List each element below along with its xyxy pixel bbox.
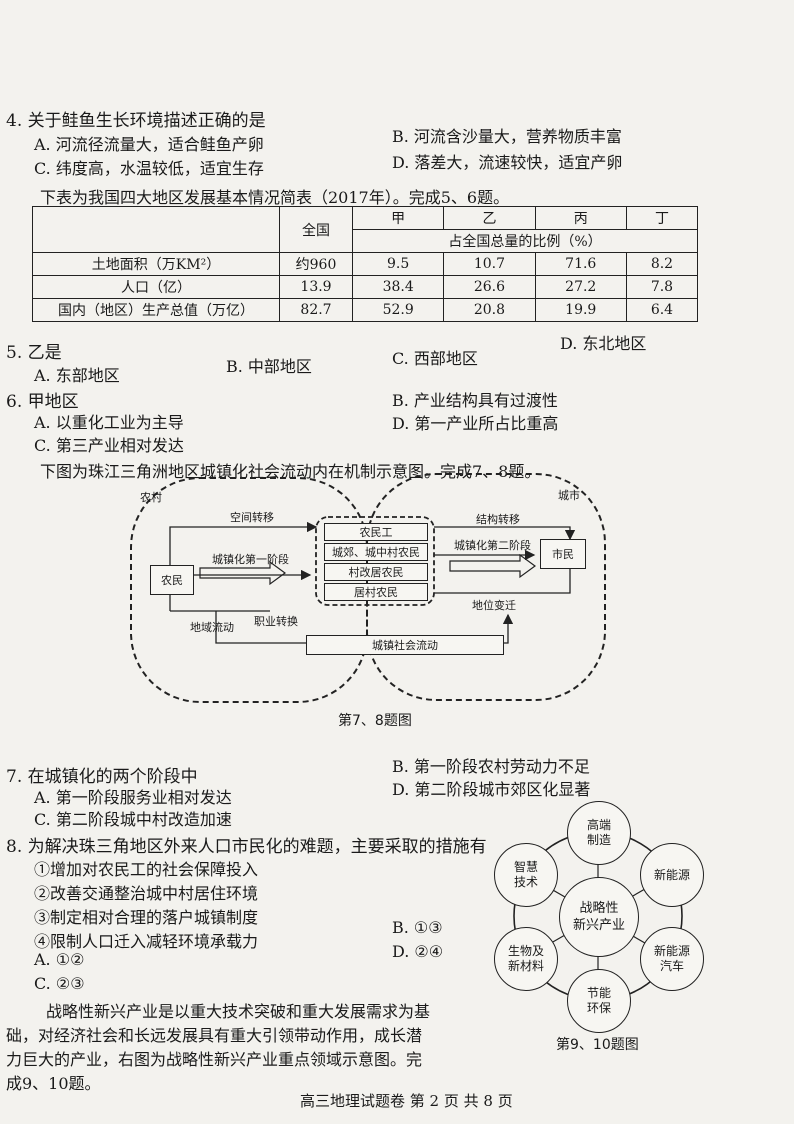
- group-box: 村改居农民: [324, 563, 428, 581]
- rural-label: 农村: [140, 491, 162, 504]
- q8-stem: 8. 为解决珠三角地区外来人口市民化的难题，主要采取的措施有: [6, 837, 487, 857]
- q5-option-a: A. 东部地区: [34, 366, 120, 385]
- regional-flow-label: 地域流动: [190, 621, 234, 634]
- industry-wheel: 战略性 新兴产业 高端 制造 新能源 新能源 汽车 节能 环保 生物及 新材料 …: [482, 800, 714, 1033]
- social-flow-box: 城镇社会流动: [306, 635, 504, 655]
- table-row: 国内（地区）生产总值（万亿） 82.7 52.9 20.8 19.9 6.4: [32, 298, 699, 322]
- q4-stem: 4. 关于鲑鱼生长环境描述正确的是: [6, 111, 266, 131]
- q6-stem: 6. 甲地区: [6, 392, 79, 412]
- q7-option-c: C. 第二阶段城中村改造加速: [34, 810, 232, 829]
- status-change-label: 地位变迁: [472, 599, 516, 612]
- q4-option-d: D. 落差大，流速较快，适宜产卵: [392, 153, 623, 172]
- passage-line: 战略性新兴产业是以重大技术突破和重大发展需求为基: [46, 1002, 431, 1021]
- q4-option-c: C. 纬度高，水温较低，适宜生存: [34, 159, 264, 178]
- wheel-node: 节能 环保: [567, 969, 631, 1033]
- q6-option-b: B. 产业结构具有过渡性: [392, 391, 558, 410]
- spatial-transfer-label: 空间转移: [230, 511, 274, 524]
- citizen-box: 市民: [540, 539, 586, 569]
- group-box: 农民工: [324, 523, 428, 541]
- q7-option-d: D. 第二阶段城市郊区化显著: [392, 780, 591, 799]
- passage-line: 成9、10题。: [6, 1074, 101, 1093]
- urbanization-diagram: 农村 城市 农民 市民 空间转移 城镇化第一阶段 结构转移 城镇化第二阶段 农民…: [120, 473, 620, 705]
- q8-option-b: B. ①③: [392, 918, 443, 937]
- q6-option-c: C. 第三产业相对发达: [34, 436, 184, 455]
- col-region: 丙: [534, 206, 627, 230]
- job-change-label: 职业转换: [254, 615, 298, 628]
- center-node: 战略性 新兴产业: [559, 877, 639, 957]
- q8-item: ④限制人口迁入减轻环境承载力: [34, 932, 259, 951]
- q6-option-d: D. 第一产业所占比重高: [392, 414, 559, 433]
- page-footer: 高三地理试题卷 第 2 页 共 8 页: [300, 1092, 513, 1110]
- region-stats-table: 全国 甲 乙 丙 丁 占全国总量的比例（%） 土地面积（万KM²） 约960 9…: [32, 206, 699, 322]
- col-region: 乙: [443, 206, 536, 230]
- diagram-arrows: [169, 516, 576, 644]
- stage2-label: 城镇化第二阶段: [454, 539, 531, 552]
- q5-option-b: B. 中部地区: [226, 357, 312, 376]
- q8-option-d: D. ②④: [392, 942, 444, 961]
- wheel-node: 高端 制造: [567, 801, 631, 865]
- passage-line: 础，对经济社会和长远发展具有重大引领带动作用，成长潜: [6, 1026, 423, 1045]
- q8-option-c: C. ②③: [34, 974, 85, 993]
- passage-line: 力巨大的产业，右图为战略性新兴产业重点领域示意图。完: [6, 1050, 423, 1069]
- col-national: 全国: [279, 206, 353, 253]
- q8-option-a: A. ①②: [34, 950, 85, 969]
- urban-label: 城市: [558, 489, 580, 502]
- col-region: 丁: [625, 206, 699, 230]
- stage1-label: 城镇化第一阶段: [212, 553, 289, 566]
- q4-option-b: B. 河流含沙量大，营养物质丰富: [392, 127, 622, 146]
- structural-transfer-label: 结构转移: [476, 513, 520, 526]
- table-intro: 下表为我国四大地区发展基本情况简表（2017年）。完成5、6题。: [40, 188, 510, 207]
- q7-option-b: B. 第一阶段农村劳动力不足: [392, 757, 590, 776]
- col-region: 甲: [351, 206, 445, 230]
- table-row: 土地面积（万KM²） 约960 9.5 10.7 71.6 8.2: [32, 252, 699, 276]
- wheel-node: 生物及 新材料: [494, 927, 558, 991]
- wheel-node: 新能源 汽车: [640, 927, 704, 991]
- wheel-node: 智慧 技术: [494, 843, 558, 907]
- q8-item: ③制定相对合理的落户城镇制度: [34, 908, 259, 927]
- diagram-caption: 第7、8题图: [338, 713, 412, 729]
- q7-stem: 7. 在城镇化的两个阶段中: [6, 767, 198, 787]
- wheel-caption: 第9、10题图: [556, 1037, 639, 1053]
- group-box: 居村农民: [324, 583, 428, 601]
- q5-option-d: D. 东北地区: [560, 334, 647, 353]
- table-row: 人口（亿） 13.9 38.4 26.6 27.2 7.8: [32, 275, 699, 299]
- q8-item: ①增加对农民工的社会保障投入: [34, 860, 259, 879]
- wheel-node: 新能源: [640, 843, 704, 907]
- share-header: 占全国总量的比例（%）: [352, 229, 698, 253]
- q6-option-a: A. 以重化工业为主导: [34, 413, 184, 432]
- q5-option-c: C. 西部地区: [392, 349, 478, 368]
- q5-stem: 5. 乙是: [6, 343, 62, 363]
- farmer-box: 农民: [150, 565, 194, 595]
- group-box: 城郊、城中村农民: [324, 543, 428, 561]
- q7-option-a: A. 第一阶段服务业相对发达: [34, 788, 232, 807]
- q8-item: ②改善交通整治城中村居住环境: [34, 884, 259, 903]
- q4-option-a: A. 河流径流量大，适合鲑鱼产卵: [34, 135, 264, 154]
